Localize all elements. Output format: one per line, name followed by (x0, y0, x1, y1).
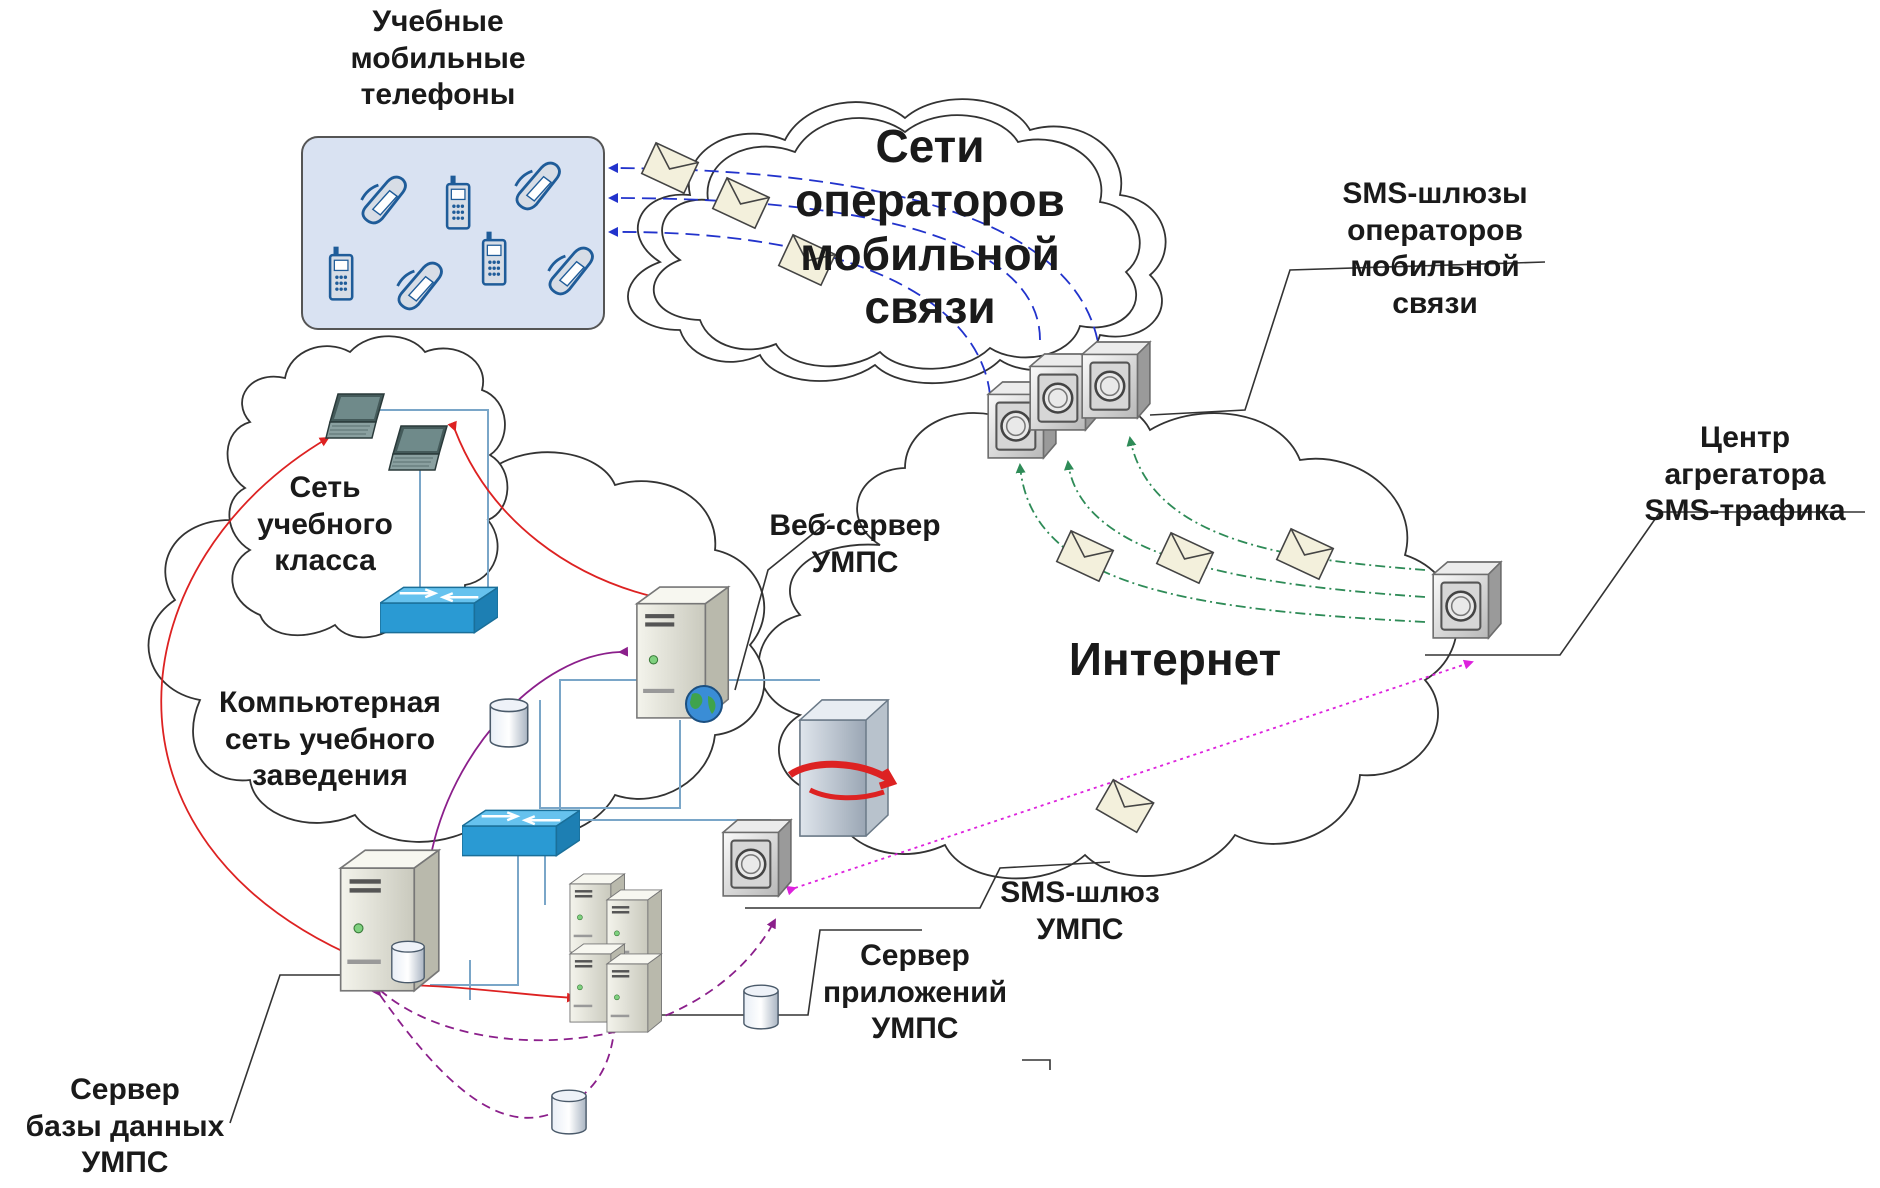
operator-networks-cloud (627, 98, 1167, 385)
operator-gateways-label: SMS-шлюзы операторов мобильной связи (1342, 177, 1528, 320)
app-server-label: Сервер приложений УМПС (822, 939, 1008, 1046)
firewall-icon (787, 760, 898, 790)
db-server-label: Сервер базы данных УМПС (25, 1073, 225, 1180)
phones-label: Учебные мобильные телефоны (350, 5, 526, 112)
sms-gateway-label: SMS-шлюз УМПС (1000, 876, 1160, 946)
database-dashed-links (370, 918, 776, 1119)
class-network-label: Сеть учебного класса (257, 471, 393, 578)
web-server (636, 586, 730, 723)
phones-panel (301, 136, 605, 330)
firewall (787, 699, 898, 837)
aggregator-label: Центр агрегатора SMS-трафика (1644, 421, 1846, 528)
campus-network-label: Компьютерная сеть учебного заведения (219, 686, 441, 793)
operator-to-phones-sms (608, 163, 1102, 396)
internet-label: Интернет (1068, 633, 1282, 685)
web-server-label: Веб-сервер УМПС (769, 509, 941, 579)
operator-networks-label: Сети операторов мобильной связи (795, 120, 1065, 334)
